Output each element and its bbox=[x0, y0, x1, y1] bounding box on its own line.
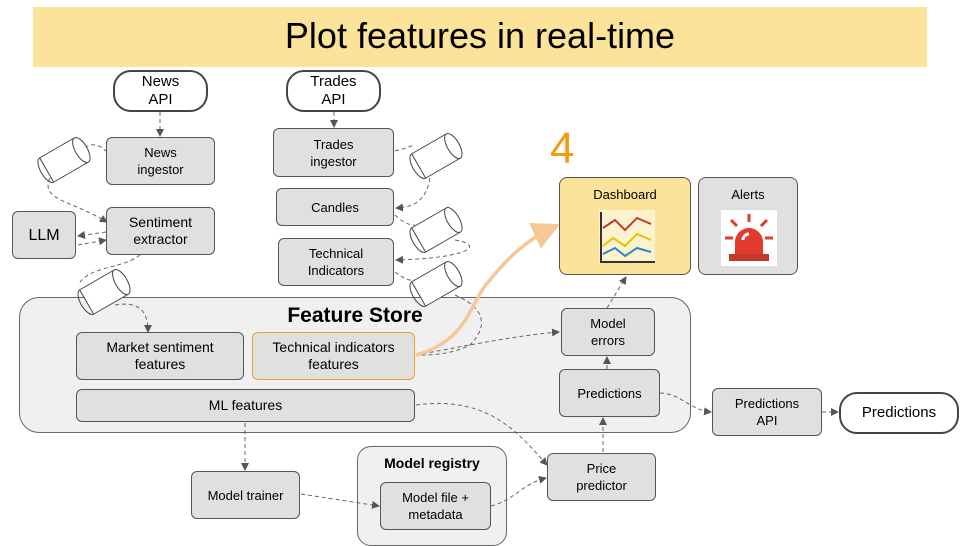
queue-cylinder-icon bbox=[37, 137, 91, 183]
queue-cylinder-icon bbox=[77, 269, 131, 315]
edge-modelerrors-dashboard bbox=[606, 276, 627, 309]
page-title: Plot features in real-time bbox=[284, 15, 676, 56]
trades-ingestor-node: Trades ingestor bbox=[273, 128, 394, 177]
line-chart-icon bbox=[599, 210, 655, 263]
predictions-node: Predictions bbox=[559, 369, 660, 417]
ml-features-node: ML features bbox=[76, 389, 415, 422]
llm-node: LLM bbox=[12, 211, 76, 259]
news-ingestor-node: News ingestor bbox=[106, 137, 215, 185]
edge-queue-sentiment bbox=[47, 177, 108, 223]
technical-indicators-features-node: Technical indicators features bbox=[252, 332, 415, 380]
edge-tradesingestor-queue bbox=[394, 144, 416, 152]
feature-store-title: Feature Store bbox=[287, 304, 423, 327]
edge-techfeatures-modelerrors bbox=[415, 328, 560, 356]
technical-indicators-node: Technical Indicators bbox=[278, 238, 394, 286]
edge-queue-techind bbox=[395, 239, 470, 264]
edge-predictions-predapi bbox=[659, 392, 712, 416]
queue-cylinder-icon bbox=[409, 261, 463, 307]
edge-modelfile-predictor bbox=[490, 475, 547, 507]
queue-cylinder-icon bbox=[409, 207, 463, 253]
edge-llm-sentiment bbox=[77, 237, 107, 246]
edge-queue-candles bbox=[395, 177, 431, 212]
market-sentiment-features-node: Market sentiment features bbox=[76, 332, 244, 380]
edge-trainer-modelfile bbox=[300, 493, 380, 509]
edge-mlfeatures-predictor bbox=[415, 403, 548, 466]
alerts-label: Alerts bbox=[731, 187, 765, 202]
candles-node: Candles bbox=[276, 188, 394, 226]
model-registry-title: Model registry bbox=[384, 455, 480, 471]
model-errors-node: Model errors bbox=[561, 308, 655, 356]
predictions-api-node: Predictions API bbox=[712, 388, 822, 436]
edge-queue-techfeatures bbox=[415, 294, 482, 356]
queue-cylinder-icon bbox=[409, 133, 463, 179]
model-trainer-node: Model trainer bbox=[191, 471, 300, 519]
edge-sentiment-queue bbox=[77, 254, 141, 286]
step-number: 4 bbox=[550, 124, 575, 173]
price-predictor-node: Price predictor bbox=[547, 453, 656, 501]
trades-api-node: Trades API bbox=[286, 70, 381, 112]
predictions-output-node: Predictions bbox=[839, 392, 959, 434]
edge-techind-queue bbox=[394, 271, 416, 281]
dashboard-label: Dashboard bbox=[593, 187, 657, 202]
news-api-node: News API bbox=[113, 70, 208, 112]
dashboard-card: Dashboard bbox=[559, 177, 691, 275]
title-banner: Plot features in real-time bbox=[33, 7, 927, 67]
siren-icon bbox=[721, 210, 777, 266]
edge-sentiment-llm bbox=[77, 231, 107, 239]
highlight-arrow bbox=[415, 223, 561, 357]
sentiment-extractor-node: Sentiment extractor bbox=[106, 207, 215, 255]
alerts-card: Alerts bbox=[698, 177, 798, 275]
edge-queue-marketsentiment bbox=[114, 303, 152, 333]
model-file-node: Model file + metadata bbox=[380, 482, 491, 530]
edge-candles-queue bbox=[394, 214, 416, 226]
